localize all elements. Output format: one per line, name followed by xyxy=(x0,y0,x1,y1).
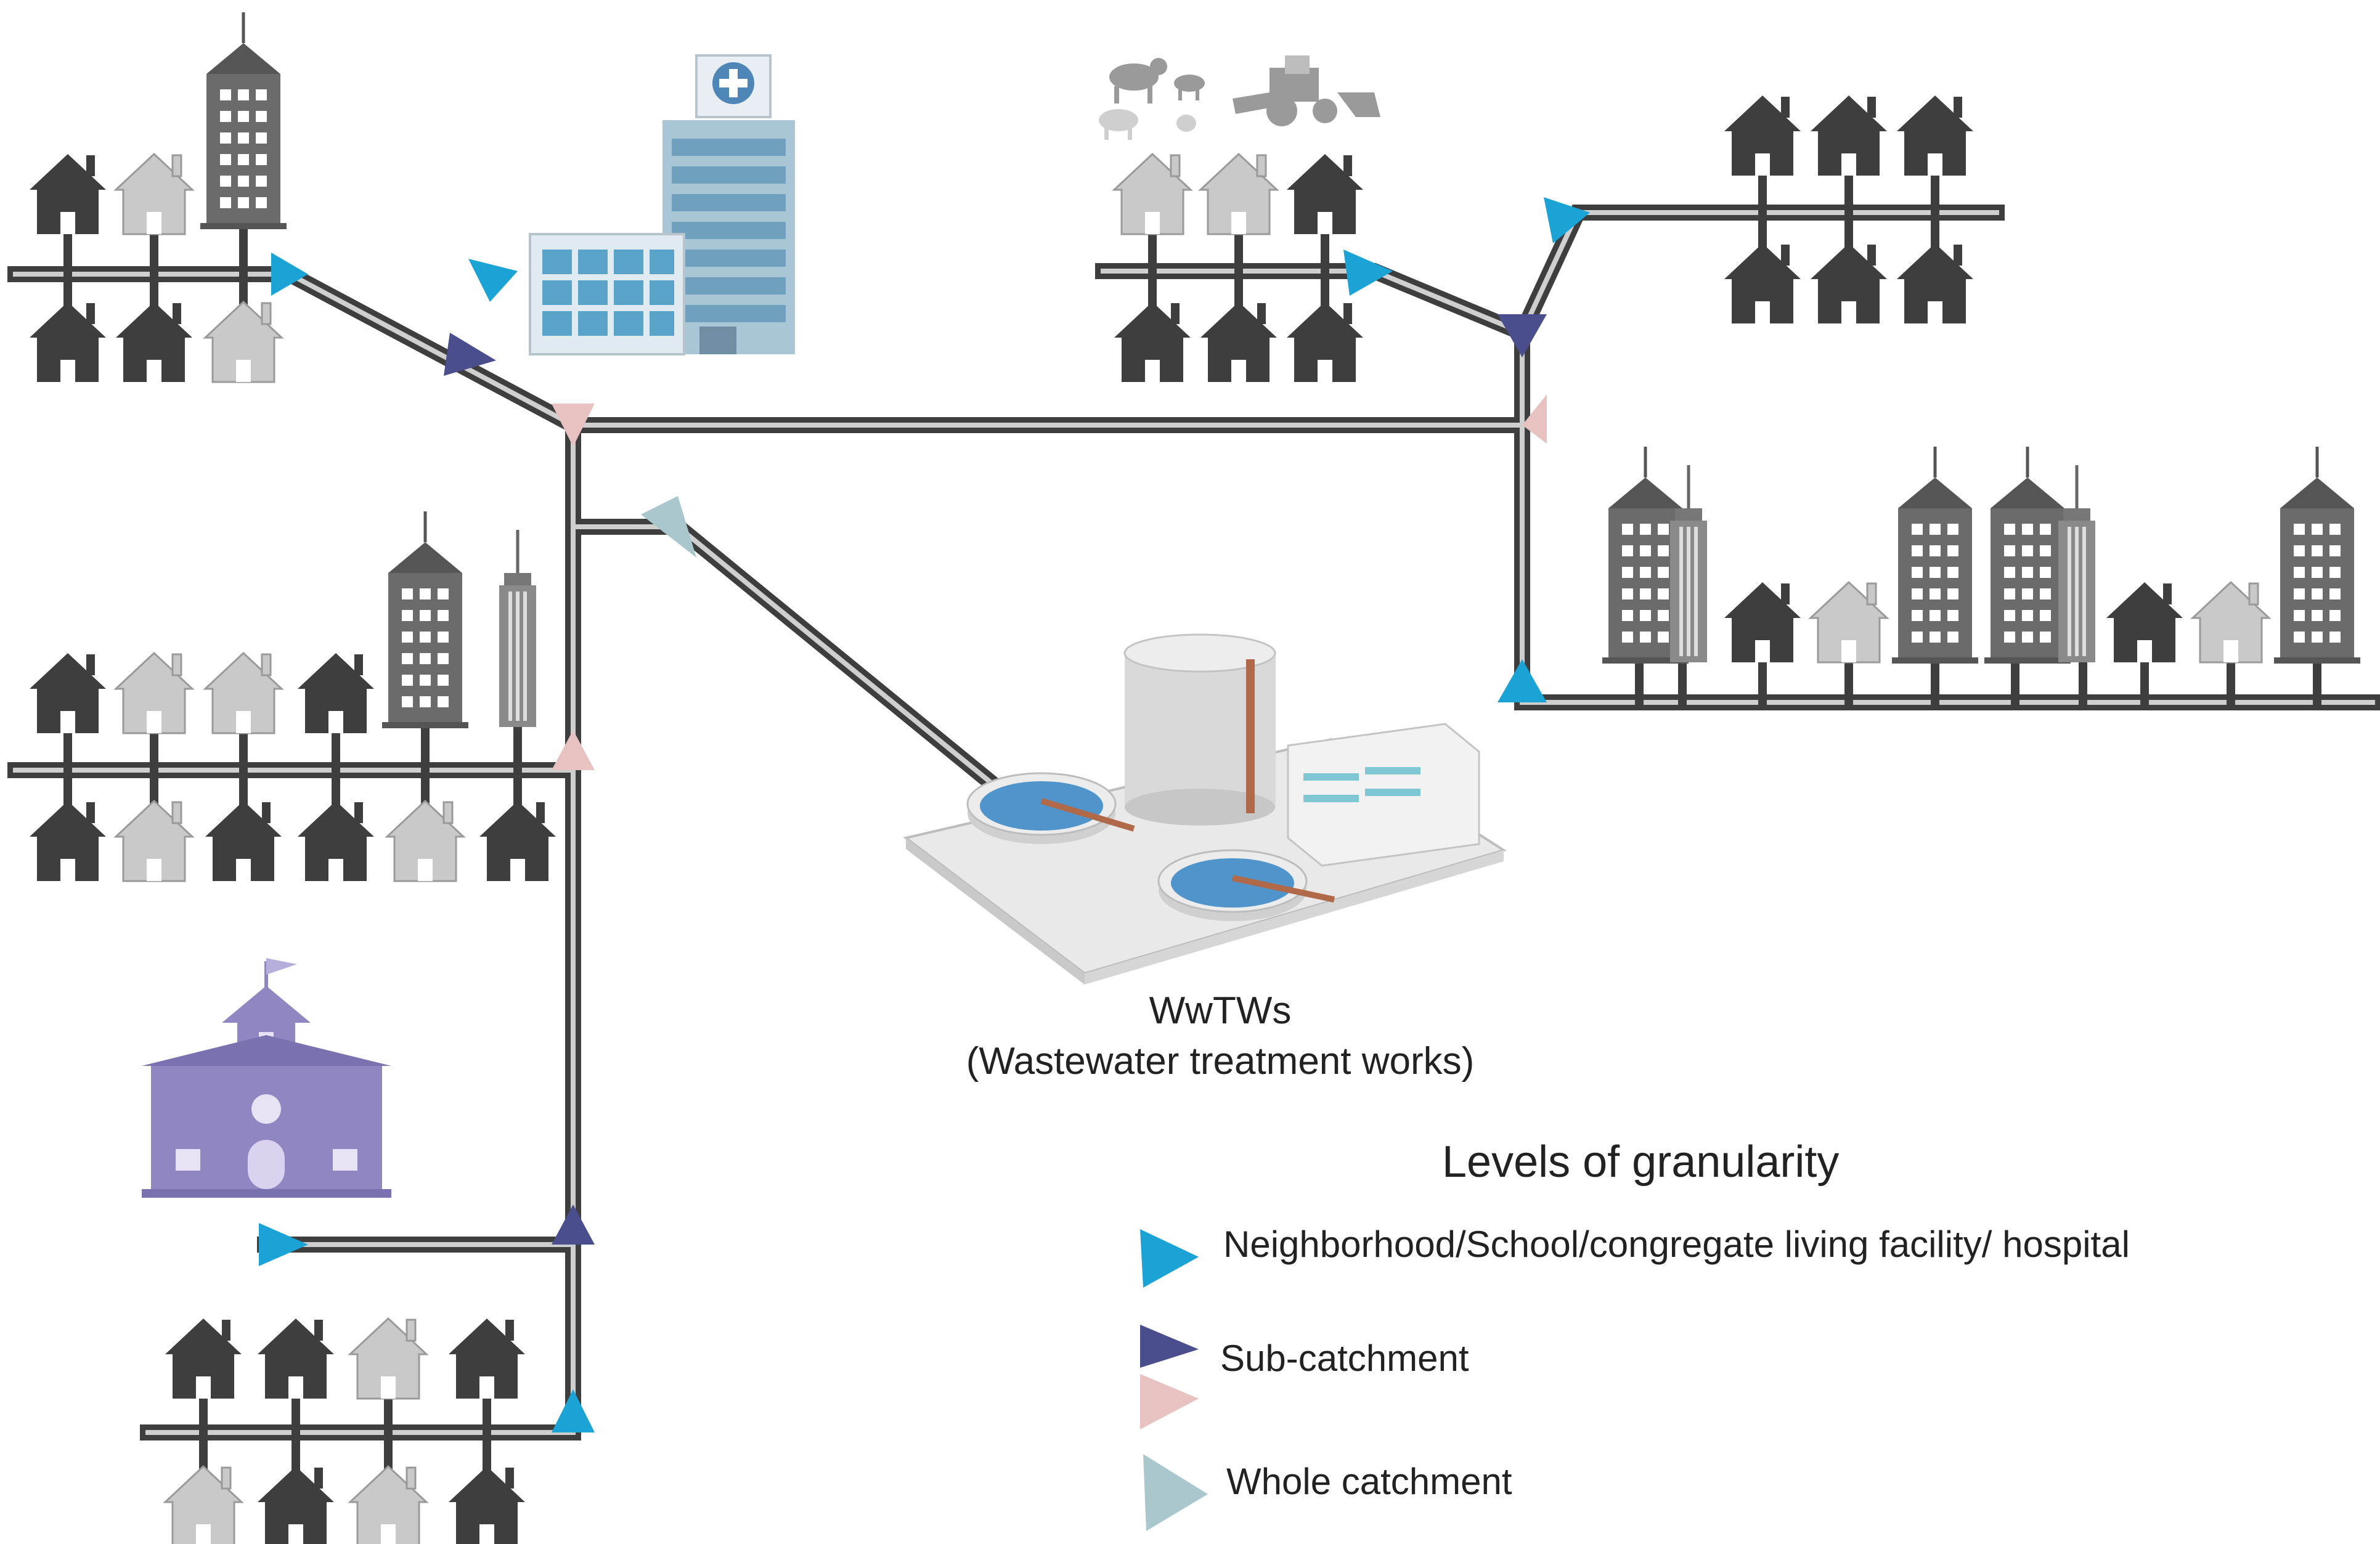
legend-item-subcatchment: Sub-catchment xyxy=(1128,1337,2360,1411)
legend-markers xyxy=(1140,1229,1208,1531)
neighborhood-marker xyxy=(1498,659,1547,702)
legend-neighborhood-marker xyxy=(1140,1229,1199,1288)
legend-item-neighborhood: Neighborhood/School/congregate living fa… xyxy=(1128,1223,2360,1297)
neighborhood-marker xyxy=(259,1223,308,1266)
legend-whole-catchment-marker xyxy=(1143,1454,1208,1531)
neighborhood-marker xyxy=(1343,250,1393,296)
subcatchment-marker xyxy=(1522,394,1547,444)
pipe-network xyxy=(7,159,2380,1483)
legend-item-whole-catchment: Whole catchment xyxy=(1128,1460,2360,1534)
neighborhood-middle-left xyxy=(30,511,556,882)
neighborhood-marker xyxy=(271,253,308,296)
wastewater-treatment-plant xyxy=(903,633,1507,985)
legend-subcatchment-dark-marker xyxy=(1140,1325,1199,1368)
neighborhood-marker xyxy=(552,1389,595,1432)
neighborhood-marker xyxy=(1544,197,1590,243)
wwtw-label: WwTWs (Wastewater treatment works) xyxy=(850,986,1590,1087)
neighborhood-marker xyxy=(468,259,518,302)
hospital-building xyxy=(529,54,795,356)
wwtw-label-line2: (Wastewater treatment works) xyxy=(966,1040,1475,1083)
whole-catchment-marker xyxy=(641,496,696,558)
legend-title: Levels of granularity xyxy=(1442,1137,1840,1187)
legend-label-whole-catchment: Whole catchment xyxy=(1226,1461,1512,1502)
subcatchment-marker xyxy=(552,730,595,770)
school-building xyxy=(142,958,391,1198)
legend-label-subcatchment: Sub-catchment xyxy=(1220,1338,1469,1379)
city-right xyxy=(1602,447,2360,664)
subcatchment-marker xyxy=(444,333,496,376)
subcatchment-marker xyxy=(552,404,595,447)
legend-label-neighborhood: Neighborhood/School/congregate living fa… xyxy=(1223,1224,2130,1265)
subcatchment-marker xyxy=(1498,314,1547,357)
legend-subcatchment-pink-marker xyxy=(1140,1374,1199,1429)
sampling-markers xyxy=(259,197,1590,1432)
subcatchment-marker xyxy=(552,1205,595,1245)
farm-animals-and-tractor xyxy=(1099,55,1380,140)
neighborhood-top-left xyxy=(30,12,287,383)
wwtw-label-line1: WwTWs xyxy=(1149,989,1292,1032)
